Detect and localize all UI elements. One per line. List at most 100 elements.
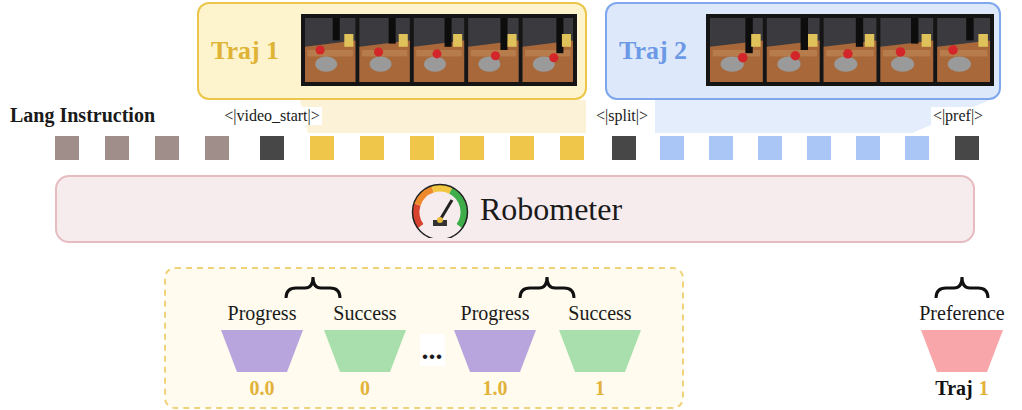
frame-object <box>791 51 801 61</box>
token-fan <box>655 100 990 133</box>
head-trapezoid <box>324 330 406 372</box>
text-token <box>205 136 229 160</box>
head-value: Traj <box>935 376 972 400</box>
frame-object <box>738 53 748 63</box>
frame-bowl <box>315 56 337 71</box>
frame-table-grain <box>362 50 407 56</box>
video-token <box>510 136 534 160</box>
trapezoid-shape <box>921 330 1003 372</box>
head-value: 0 <box>360 376 370 400</box>
head-name: Success <box>333 300 396 326</box>
frame-wall <box>824 18 877 82</box>
frame-gripper <box>856 18 863 47</box>
frame-item <box>508 34 517 47</box>
frame-wall <box>937 18 990 82</box>
frame-object <box>432 49 441 58</box>
output-head: Progress 0.0 <box>221 300 303 400</box>
frame-wall <box>414 18 464 82</box>
text-token <box>55 136 79 160</box>
robot-joint <box>437 217 443 223</box>
frame-object <box>896 47 906 57</box>
frame-gripper <box>445 18 452 47</box>
frame-bowl <box>834 56 857 71</box>
frame-object <box>374 47 383 56</box>
frame-gripper <box>500 18 507 50</box>
frame-bowl <box>891 56 914 71</box>
gauge-icon <box>408 180 472 238</box>
frame-strip <box>706 14 994 86</box>
frame-bowl <box>424 56 446 71</box>
trapezoid-shape <box>324 330 406 372</box>
frame-table-grain <box>525 50 570 56</box>
frame-table-grain <box>883 50 931 56</box>
frame-object <box>316 45 325 54</box>
text-token <box>155 136 179 160</box>
frame-object <box>491 51 500 60</box>
head-trapezoid <box>559 330 641 372</box>
frame-gripper <box>911 18 918 44</box>
output-head: PreferenceTraj1 <box>919 300 1005 400</box>
video-frames <box>301 14 577 86</box>
video-token <box>856 136 880 160</box>
head-value: 1 <box>595 376 605 400</box>
trajectory-box: Traj 1 <box>197 2 587 100</box>
input-label: Lang Instruction <box>8 104 157 127</box>
head-trapezoid <box>454 330 536 372</box>
frame-item <box>865 34 875 47</box>
frame-gripper <box>389 18 396 44</box>
frame-item <box>399 34 408 47</box>
frame-wall <box>305 18 355 82</box>
head-trapezoid <box>921 330 1003 372</box>
frame-object <box>948 45 958 55</box>
gauge-arc <box>416 205 421 227</box>
trajectory-box: Traj 2 <box>605 2 1001 100</box>
video-token <box>310 136 334 160</box>
frame-bowl <box>948 56 971 71</box>
frame-wall <box>468 18 518 82</box>
head-value: 0.0 <box>250 376 275 400</box>
video-token <box>360 136 384 160</box>
frame-table-grain <box>713 50 761 56</box>
gauge-arc <box>417 189 432 204</box>
gauge-arc <box>432 188 450 191</box>
gauge-needle <box>440 200 452 220</box>
frame-wall <box>523 18 573 82</box>
frame-item <box>922 34 932 47</box>
token-label: <|pref|> <box>931 107 985 125</box>
frame-bowl <box>369 56 391 71</box>
frame-item <box>751 34 761 47</box>
frame-wall <box>710 18 763 82</box>
ellipsis: ... <box>420 334 445 366</box>
frame-item <box>978 34 988 47</box>
output-head: Progress 1.0 <box>454 300 536 400</box>
frame-item <box>808 34 818 47</box>
video-frames <box>706 14 994 86</box>
token-fan <box>300 100 586 133</box>
model-box: Robometer <box>55 175 975 243</box>
brace <box>936 277 988 298</box>
video-token <box>660 136 684 160</box>
head-value: 1 <box>979 376 989 400</box>
special-token <box>260 136 284 160</box>
frame-wall <box>359 18 409 82</box>
frame-table-grain <box>308 50 353 56</box>
head-name: Progress <box>228 300 297 326</box>
token-label: <|split|> <box>594 107 650 125</box>
frame-gripper <box>966 18 973 40</box>
video-token <box>560 136 584 160</box>
video-token <box>905 136 929 160</box>
head-value: 1.0 <box>483 376 508 400</box>
brace <box>286 277 340 298</box>
token-label: <|video_start|> <box>222 107 322 125</box>
head-name: Progress <box>461 300 530 326</box>
dashed-group <box>165 268 683 408</box>
frame-gripper <box>333 18 340 40</box>
text-token <box>105 136 129 160</box>
frame-item <box>562 34 571 47</box>
special-token <box>612 136 636 160</box>
frame-gripper <box>801 18 808 50</box>
output-head: Success 0 <box>324 300 406 400</box>
head-name: Success <box>568 300 631 326</box>
video-token <box>807 136 831 160</box>
video-token <box>410 136 434 160</box>
